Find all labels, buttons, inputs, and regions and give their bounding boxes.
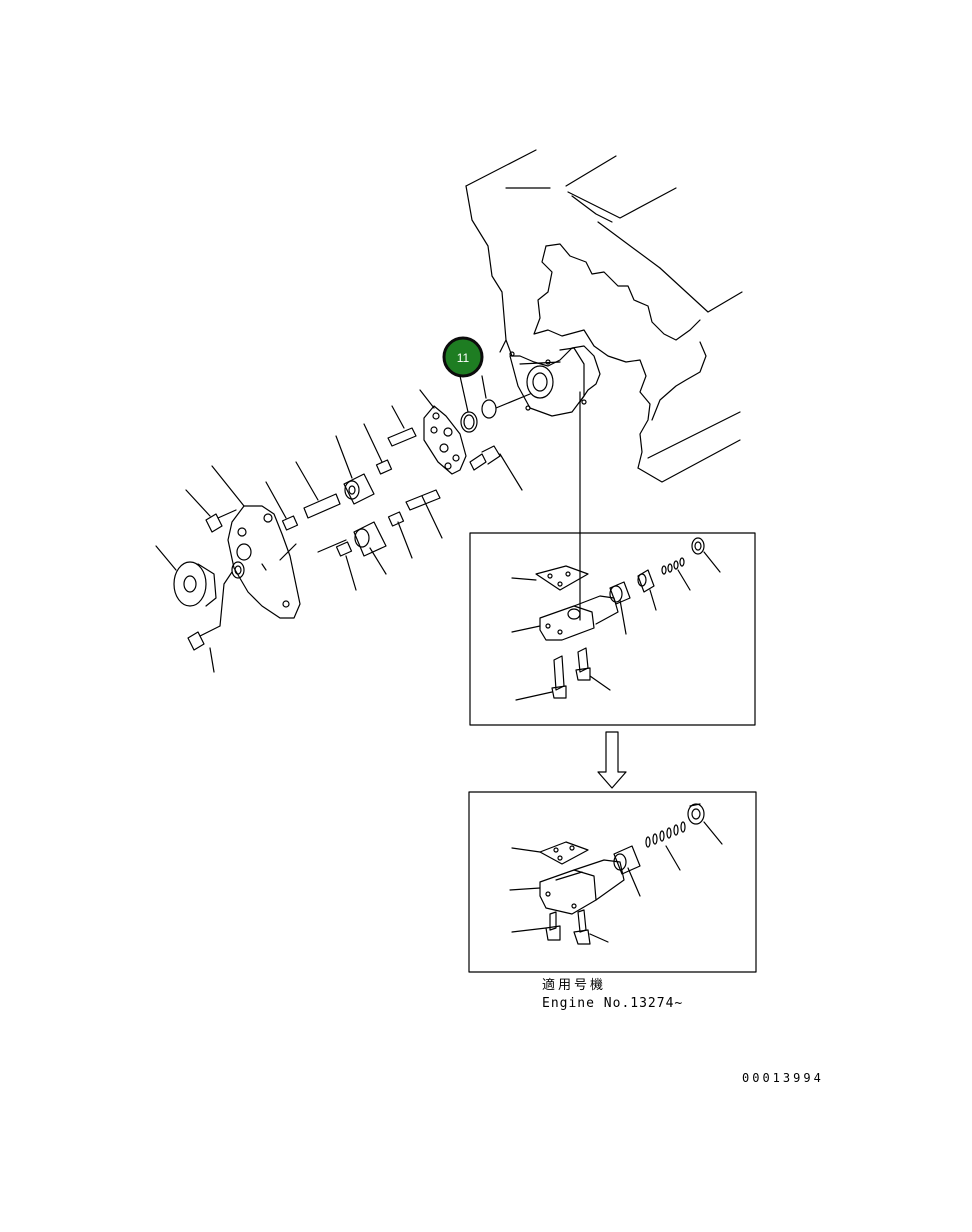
pump-body (212, 466, 346, 618)
plug-2 (688, 804, 704, 824)
detail-box-2 (469, 792, 756, 972)
note-engine-label: Engine No.13274~ (542, 996, 683, 1011)
bolt-top-left (186, 490, 236, 532)
bolt-bottom-left (188, 572, 232, 672)
plug-1 (692, 538, 704, 554)
bushing-upper (364, 424, 392, 474)
spring-seat-1 (638, 570, 654, 592)
pump-mounting-flange (510, 348, 586, 416)
bolt-housing-2b (578, 910, 586, 932)
gear-lower (354, 522, 386, 574)
drawing-reference-number: 00013994 (742, 1071, 824, 1085)
callout-11-label: 11 (457, 351, 470, 365)
gasket-1 (536, 566, 588, 590)
detail-box-1 (470, 533, 755, 725)
note-japanese-label: 適用号機 (542, 977, 606, 993)
bolt-cover (470, 446, 522, 490)
valve-housing-2 (540, 870, 596, 914)
engine-block-outline (466, 150, 742, 482)
bolt-housing-1a (554, 656, 564, 690)
bushing-bottom (336, 542, 356, 590)
shaft-long (296, 462, 340, 518)
spring-1 (662, 558, 684, 574)
plunger-1 (610, 582, 630, 604)
gear-upper (336, 436, 374, 504)
valve-housing-1 (540, 606, 594, 640)
shaft-upper (388, 406, 416, 446)
callout-11[interactable]: 11 (444, 338, 482, 376)
plunger-2 (614, 846, 640, 874)
spring-2 (646, 822, 685, 847)
pump-cover-plate (420, 390, 466, 474)
drive-gear (156, 546, 216, 606)
washer-drive (232, 562, 244, 578)
gasket-2 (540, 842, 588, 864)
bushing-lower (388, 512, 412, 558)
o-ring-seal (461, 376, 530, 432)
shaft-lower (406, 490, 442, 538)
bushing-left (266, 482, 298, 530)
callout-11-leader (460, 376, 468, 412)
bolt-housing-2a (550, 912, 556, 930)
down-arrow (598, 732, 626, 788)
